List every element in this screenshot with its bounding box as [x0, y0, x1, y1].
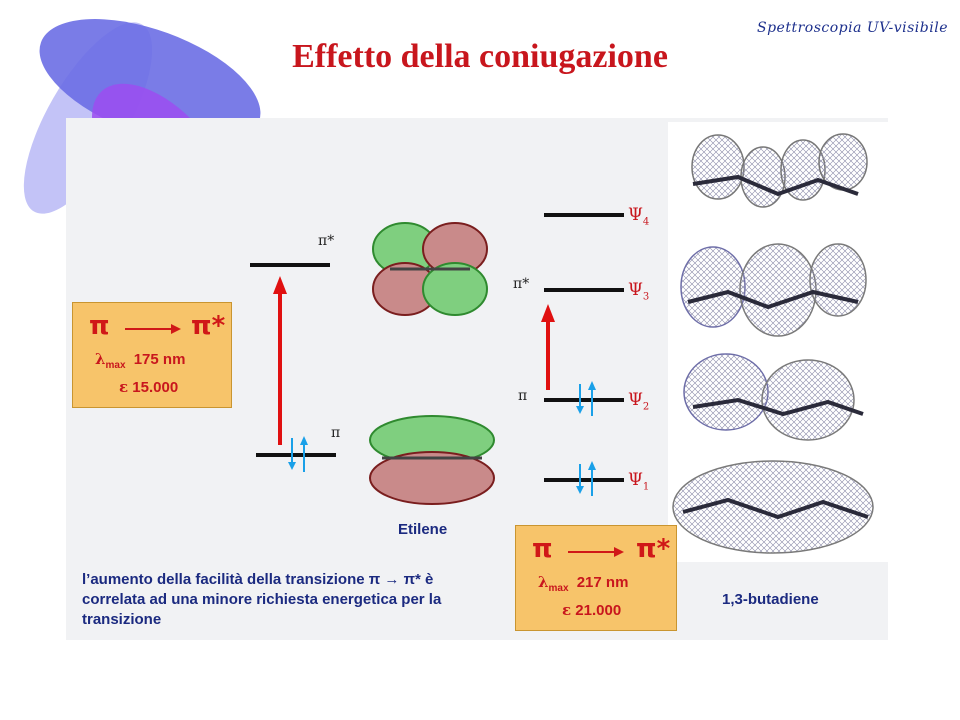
lambda-sub: max [548, 583, 569, 594]
butadiene-transition-box: π π* λmax 217 nm ε 21.000 [515, 525, 677, 631]
right-arrow-icon [125, 324, 181, 334]
psi-index: 4 [642, 216, 650, 228]
epsilon-symbol: ε [119, 378, 129, 396]
butadiene-pi-label: π [518, 388, 528, 404]
ethylene-pi-star-label: π* [318, 233, 335, 249]
explanation-text: l’aumento della facilità della transizio… [82, 571, 442, 628]
butadiene-lambda: λmax 217 nm [538, 573, 628, 594]
psi-symbol: Ψ [628, 205, 643, 225]
psi-symbol: Ψ [628, 470, 643, 490]
ethylene-lambda-value: 175 nm [133, 351, 186, 368]
psi-index: 3 [642, 291, 650, 303]
butadiene-epsilon-value: 21.000 [575, 602, 622, 619]
pi-star-orbital-image [372, 222, 488, 316]
ethylene-caption: Etilene [398, 521, 448, 538]
butadiene-lambda-value: 217 nm [576, 574, 629, 591]
butadiene-box-to: π* [636, 534, 671, 564]
psi-2-label: Ψ2 [628, 390, 649, 412]
right-arrow-icon [568, 547, 624, 557]
pi-orbital-image [369, 415, 495, 505]
ethylene-transition-box: π π* λmax 175 nm ε 15.000 [72, 302, 232, 408]
butadiene-caption: 1,3-butadiene [722, 591, 819, 608]
ethylene-energy-diagram [250, 263, 336, 472]
mo-orbital-image [668, 122, 888, 562]
lambda-symbol: λ [95, 350, 106, 368]
psi-symbol: Ψ [628, 390, 643, 410]
ethylene-epsilon: ε 15.000 [119, 378, 178, 396]
ethylene-box-to: π* [191, 311, 226, 341]
header-tag: Spettroscopia UV-visibile [756, 20, 948, 36]
lambda-sub: max [105, 360, 126, 371]
butadiene-epsilon: ε 21.000 [562, 601, 621, 619]
ethylene-epsilon-value: 15.000 [132, 379, 179, 396]
psi-symbol: Ψ [628, 280, 643, 300]
butadiene-energy-diagram [541, 213, 624, 496]
butadiene-pi-star-label: π* [513, 276, 530, 292]
butadiene-box-from: π [532, 534, 553, 564]
psi-3-label: Ψ3 [628, 280, 649, 302]
ethylene-lambda: λmax 175 nm [95, 350, 185, 371]
lambda-symbol: λ [538, 573, 549, 591]
ethylene-box-from: π [89, 311, 110, 341]
slide-title: Effetto della coniugazione [292, 38, 668, 75]
psi-4-label: Ψ4 [628, 205, 649, 227]
epsilon-symbol: ε [562, 601, 572, 619]
psi-1-label: Ψ1 [628, 470, 649, 492]
psi-index: 2 [642, 401, 650, 413]
psi-index: 1 [642, 481, 650, 493]
ethylene-pi-label: π [331, 425, 341, 441]
